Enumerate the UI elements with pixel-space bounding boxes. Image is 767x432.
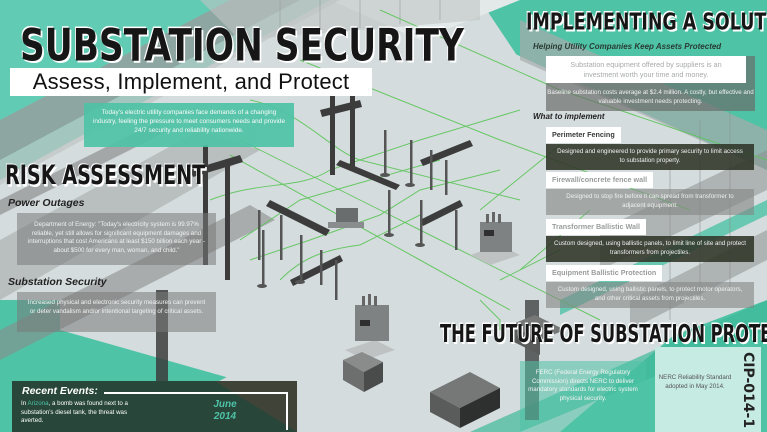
nerc-standard-text: NERC Reliability Standard adopted in May… (658, 374, 732, 390)
risk-assessment-title: Risk Assessment (5, 160, 206, 191)
implementing-subtitle: Helping Utility Companies Keep Assets Pr… (533, 42, 722, 51)
item-desc-firewall: Designed to stop fire before it can spre… (546, 189, 754, 215)
date-year: 2014 (213, 411, 237, 422)
substation-security-label: Substation Security (8, 276, 107, 288)
item-label-transformer-ballistic-wall: Transformer Ballistic Wall (546, 219, 647, 235)
item-desc-perimeter-fencing: Designed and engineered to provide prima… (546, 144, 754, 170)
power-outages-label: Power Outages (8, 197, 85, 209)
subtitle-banner: Assess, Implement, and Protect (10, 68, 372, 96)
main-title: Substation Security (20, 20, 464, 72)
recent-text-prefix: In (21, 400, 28, 407)
what-to-implement-label: What to implement (533, 112, 605, 121)
recent-events-location: Arizona (27, 400, 49, 407)
recent-events-title: Recent Events: (22, 385, 98, 397)
recent-events-text: In Arizona, a bomb was found next to a s… (21, 400, 141, 426)
equipment-cabinet-icon (343, 315, 565, 428)
insulator-icon (257, 130, 458, 300)
subtitle-text: Assess, Implement, and Protect (32, 69, 350, 94)
date-month: June (213, 399, 237, 410)
investment-note: Baseline substation costs average at $2.… (547, 89, 754, 105)
item-label-firewall: Firewall/concrete fence wall (546, 172, 654, 188)
implementing-title: Implementing a Solution (526, 8, 767, 35)
standard-code: CIP-014-1 (740, 352, 756, 429)
item-label-equipment-ballistic-protection: Equipment Ballistic Protection (546, 265, 663, 281)
substation-security-text: Increased physical and electronic securi… (17, 292, 216, 332)
nerc-standard-box (655, 347, 761, 432)
power-outages-text: Department of Energy: "Today's electrici… (17, 213, 216, 265)
recent-events-divider (104, 392, 288, 394)
investment-highlight: Substation equipment offered by supplier… (546, 56, 746, 83)
recent-events-divider-vertical (286, 392, 288, 430)
item-label-perimeter-fencing: Perimeter Fencing (546, 127, 621, 143)
intro-text-box: Today's electric utility companies face … (84, 103, 294, 147)
item-desc-equipment-ballistic-protection: Custom designed, using ballistic panels,… (546, 282, 754, 308)
item-desc-transformer-ballistic-wall: Custom designed, using ballistic panels,… (546, 236, 754, 262)
ferc-text-box: FERC (Federal Energy Regulatory Commissi… (520, 361, 646, 432)
future-title: The Future of Substation Protection (440, 320, 767, 349)
transmission-tower-icon (190, 90, 473, 286)
recent-text-suffix: , a bomb was found next to a substation'… (21, 400, 128, 424)
recent-events-date: June 2014 (200, 399, 250, 423)
